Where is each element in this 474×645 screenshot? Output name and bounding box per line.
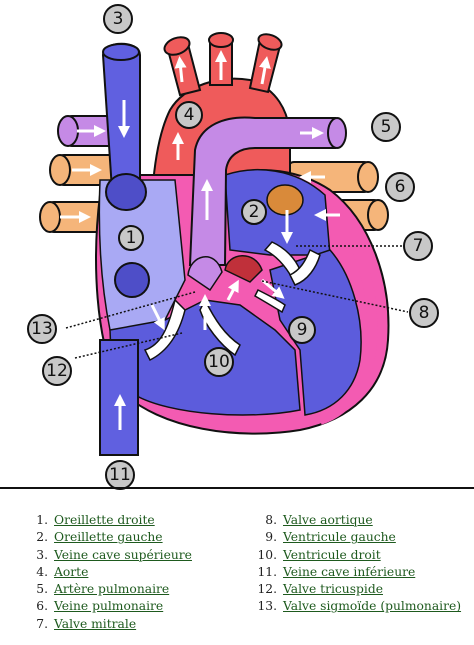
svg-text:5: 5 (381, 117, 392, 137)
legend-link[interactable]: Valve sigmoïde (pulmonaire) (283, 599, 462, 614)
heart-diagram: 1 2 3 4 5 6 7 8 9 10 11 12 13 (27, 4, 439, 490)
legend-link[interactable]: Oreillette droite (54, 513, 155, 527)
legend-number: 8. (265, 513, 277, 527)
svg-text:4: 4 (184, 105, 195, 125)
callout-9: 9 (288, 316, 316, 344)
legend-number: 2. (36, 530, 48, 545)
legend-left-column: 1.Oreillette droite 2.Oreillette gauche … (28, 512, 192, 633)
legend-number: 7. (36, 616, 48, 631)
legend-number: 5. (36, 582, 48, 597)
legend-number: 9. (265, 530, 277, 545)
legend-link[interactable]: Ventricule gauche (283, 530, 396, 545)
svg-text:10: 10 (208, 352, 230, 372)
legend-link[interactable]: Aorte (54, 564, 89, 579)
legend-link[interactable]: Veine pulmonaire (54, 599, 164, 614)
legend-link[interactable]: Valve mitrale (54, 616, 137, 631)
legend-item: 9. Ventricule gauche (250, 529, 461, 546)
legend-number: 1. (36, 513, 48, 527)
legend-number: 11. (257, 564, 277, 579)
svg-text:13: 13 (31, 319, 53, 339)
svg-text:7: 7 (413, 236, 424, 256)
legend-item: 8. Valve aortique (250, 512, 461, 529)
svg-text:8: 8 (419, 303, 430, 323)
callout-1: 1 (118, 225, 144, 251)
callout-13: 13 (27, 314, 57, 344)
callout-8: 8 (409, 298, 439, 328)
legend-item: 4. Aorte (28, 564, 192, 581)
svg-text:11: 11 (109, 465, 131, 485)
valves (143, 241, 321, 362)
legend-item: 11. Veine cave inférieure (250, 564, 461, 581)
leader-lines (65, 245, 409, 359)
legend-number: 12. (257, 582, 277, 597)
legend-link[interactable]: Oreillette gauche (54, 530, 163, 545)
svg-text:2: 2 (249, 202, 260, 222)
svg-text:1: 1 (126, 228, 137, 248)
divider (0, 487, 474, 489)
legend-link[interactable]: Artère pulmonaire (54, 582, 170, 597)
callout-6: 6 (385, 172, 415, 202)
legend-item: 1. Oreillette droite (28, 512, 192, 529)
callout-3: 3 (103, 4, 133, 34)
legend-item: 5. Artère pulmonaire (28, 581, 192, 598)
legend-item: 10. Ventricule droit (250, 547, 461, 564)
legend-item: 2. Oreillette gauche (28, 529, 192, 546)
svg-text:9: 9 (297, 320, 308, 340)
legend-number: 4. (36, 564, 48, 579)
inferior-vena-cava (99, 339, 139, 456)
callout-10: 10 (204, 347, 234, 377)
svg-text:12: 12 (46, 361, 68, 381)
callout-4: 4 (175, 101, 203, 129)
legend-item: 6. Veine pulmonaire (28, 598, 192, 615)
legend-number: 10. (257, 547, 277, 562)
legend-link[interactable]: Veine cave supérieure (54, 547, 192, 562)
legend-right-column: 8. Valve aortique 9. Ventricule gauche 10.… (250, 512, 461, 616)
legend-link[interactable]: Valve aortique (283, 513, 373, 527)
legend-number: 3. (36, 547, 48, 562)
legend-link[interactable]: Veine cave inférieure (283, 564, 416, 579)
callout-7: 7 (403, 231, 433, 261)
callout-12: 12 (42, 356, 72, 386)
legend-item: 12. Valve tricuspide (250, 581, 461, 598)
callout-2: 2 (241, 199, 267, 225)
legend-link[interactable]: Valve tricuspide (283, 582, 383, 597)
legend-link[interactable]: Ventricule droit (283, 547, 381, 562)
legend-number: 13. (257, 599, 277, 614)
legend-item: 13. Valve sigmoïde (pulmonaire) (250, 598, 461, 615)
callout-11: 11 (105, 460, 135, 490)
svg-text:6: 6 (395, 177, 406, 197)
svg-text:3: 3 (113, 9, 124, 29)
legend-number: 6. (36, 599, 48, 614)
callout-5: 5 (371, 112, 401, 142)
legend-item: 3. Veine cave supérieure (28, 547, 192, 564)
legend-item: 7. Valve mitrale (28, 616, 192, 633)
flow-arrows (60, 50, 340, 430)
